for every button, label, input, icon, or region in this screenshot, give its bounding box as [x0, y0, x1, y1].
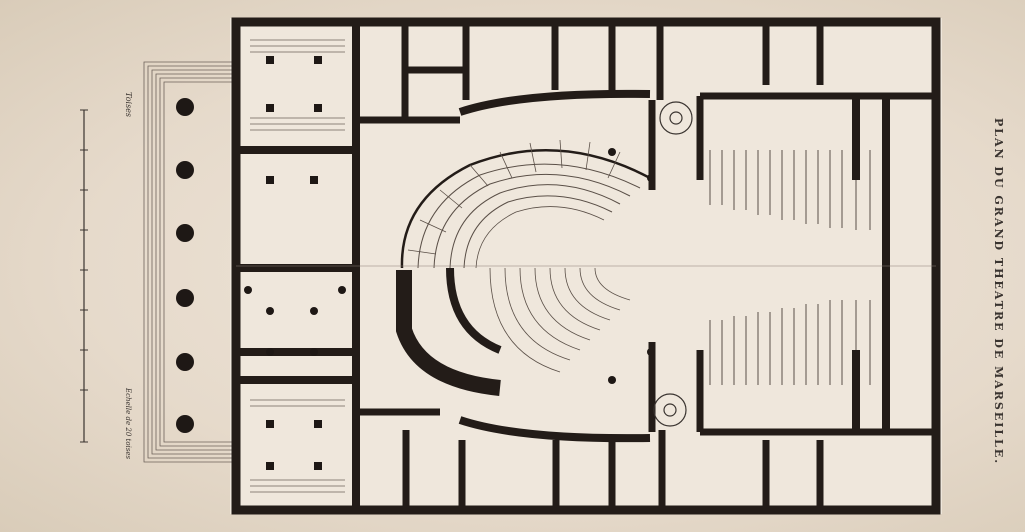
right-wing-walls — [852, 96, 890, 432]
top-rooms-walls — [356, 22, 936, 124]
bottom-rooms-walls — [356, 408, 936, 510]
column-icon — [176, 415, 194, 433]
column-icon — [176, 353, 194, 371]
plate-title: PLAN DU GRAND THEATRE DE MARSEILLE. — [992, 118, 1005, 466]
column-icon — [176, 161, 194, 179]
column-icon — [176, 224, 194, 242]
column-icon — [176, 289, 194, 307]
scale-label-top: Toises — [124, 92, 133, 118]
vestibule-stairs — [250, 39, 345, 493]
proscenium — [648, 96, 704, 432]
stage — [709, 150, 871, 385]
portico-steps — [143, 61, 232, 463]
column-icon — [176, 98, 194, 116]
spiral-stairs — [653, 101, 693, 427]
portico-columns — [176, 98, 194, 433]
vestibule-piers — [244, 56, 346, 470]
corridor-walls — [396, 89, 651, 443]
scale-label-bottom: Echelle de 20 toises — [124, 388, 132, 460]
box-partitions — [407, 139, 621, 255]
scale-bar — [80, 109, 88, 443]
outer-walls — [231, 17, 941, 515]
